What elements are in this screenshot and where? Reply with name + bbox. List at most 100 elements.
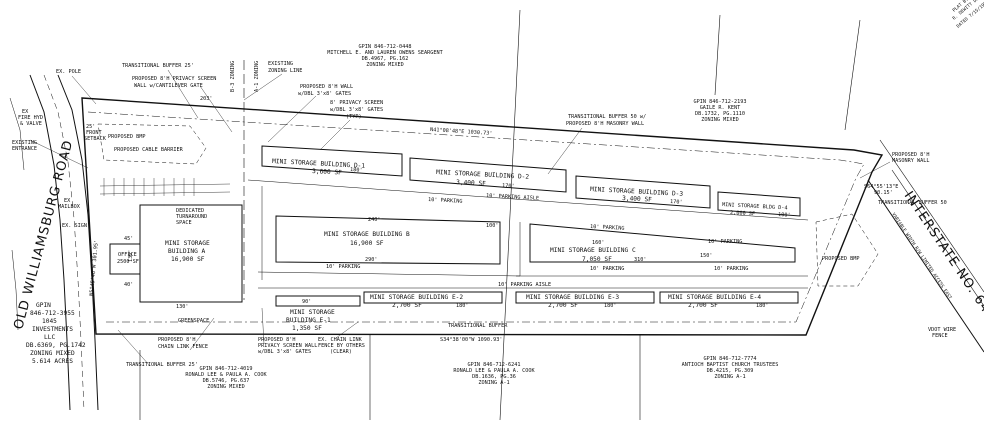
- existing-entrance-label2: ENTRANCE: [12, 146, 37, 152]
- transitional-buffer-label: TRANSITIONAL BUFFER: [448, 323, 508, 329]
- annotations: PROPOSED BMP PROPOSED BMP PROPOSED CABLE…: [12, 61, 956, 368]
- parcel-west-0: GPIN: [36, 302, 51, 309]
- office-area: 2500 SF: [117, 259, 139, 265]
- building-e3-dim: 180': [604, 303, 617, 309]
- bearing-south: S34°38'00"W 1090.93': [440, 337, 502, 343]
- chain-link-label: PROPOSED 8'H: [158, 337, 195, 343]
- building-e4-dim: 180': [756, 303, 769, 309]
- turnaround-label: DEDICATED: [176, 208, 204, 214]
- bearing-west: N5°45'46"W 301.95': [89, 240, 100, 297]
- parcel-s2-3: ZONING A-1: [478, 380, 509, 386]
- building-e1-name2: BUILDING E-1: [286, 317, 331, 324]
- parcel-north-1: MITCHELL E. AND LAUREN OWENS SEARGENT: [327, 50, 443, 56]
- building-c-area: 7,050 SF: [582, 256, 612, 263]
- ex-fire-label2: FIRE HYD: [18, 115, 43, 121]
- parcel-ne-2: DB.1732, PG.1110: [695, 111, 745, 117]
- bearings: N41°08'48"E 1030.73' S34°38'00"W 1090.93…: [89, 96, 898, 343]
- building-d4: [717, 191, 801, 217]
- parcel-north-3: ZONING MIXED: [366, 62, 403, 68]
- front-setback-label2: FRONT: [86, 130, 102, 136]
- parking-label-5: 10' PARKING: [590, 266, 624, 272]
- building-e2-area: 2,700 SF: [392, 302, 422, 309]
- buffer-25-label-north: TRANSITIONAL BUFFER 25': [122, 63, 194, 69]
- parcel-s3-0: GPIN 846-712-7774: [703, 356, 756, 362]
- building-d2-dim: 170': [502, 183, 515, 190]
- dim-130b: 130': [128, 250, 134, 263]
- buildings: [97, 123, 879, 307]
- ex-mailbox-label2: MAILBOX: [58, 204, 81, 210]
- buffer-50-wall-label2: PROPOSED 8'H MASONRY WALL: [566, 121, 644, 127]
- building-c-dim-top: 160': [592, 240, 605, 246]
- buffer-50-wall-label: TRANSITIONAL BUFFER 50 w/: [568, 114, 646, 120]
- parcel-ne-3: ZONING MIXED: [701, 117, 738, 123]
- ex-fire-label: EX: [22, 109, 29, 115]
- wall-8h-label: PROPOSED 8'H WALL: [300, 84, 353, 90]
- parking-label-4: 10' PARKING: [326, 264, 360, 270]
- parking-label-1: 10' PARKING: [428, 197, 463, 205]
- building-d1-dim: 180': [350, 167, 363, 174]
- parcel-s3-1: ANTIOCH BAPTIST CHURCH TRUSTEES: [682, 362, 779, 368]
- building-b-dim-bottom: 290': [365, 257, 378, 263]
- bearing-east: S64°55'13"E: [864, 184, 898, 190]
- a1-zoning-label: A-1 ZONING: [254, 61, 260, 92]
- ex-chain-label: EX. CHAIN LINK: [318, 337, 363, 343]
- privacy-wall-label: PROPOSED 8'H PRIVACY SCREEN: [132, 76, 216, 82]
- building-d1-name: MINI STORAGE BUILDING D-1: [272, 158, 366, 170]
- building-b-dim-top: 240': [368, 217, 381, 223]
- building-a-area: 16,900 SF: [171, 256, 205, 263]
- building-c-name: MINI STORAGE BUILDING C: [550, 247, 636, 254]
- parcel-north-0: GPIN 846-712-0448: [358, 44, 411, 50]
- building-e2-dim: 180': [456, 303, 469, 309]
- privacy-wall-label2: WALL w/CANTILEVER GATE: [134, 83, 203, 89]
- building-e1-area: 1,350 SF: [292, 325, 322, 332]
- chain-link-label2: CHAIN LINK FENCE: [158, 344, 208, 350]
- building-d4-name: MINI STORAGE BLDG D-4: [722, 202, 788, 211]
- cable-barrier-label: PROPOSED CABLE BARRIER: [114, 147, 184, 153]
- office-name: OFFICE: [118, 252, 137, 258]
- front-setback-label: 25': [86, 124, 95, 130]
- building-d3-dim: 170': [670, 199, 683, 206]
- parcel-s3-2: DB.4215, PG.309: [707, 368, 754, 374]
- building-e1: [275, 295, 361, 307]
- parcel-north-2: DB.4967, PG.162: [362, 56, 409, 62]
- parcel-s1-1: RONALD LEE & PAULA A. COOK: [185, 372, 267, 378]
- building-e3-area: 2,700 SF: [548, 302, 578, 309]
- parcel-s2-1: RONALD LEE & PAULA A. COOK: [453, 368, 535, 374]
- vdot-fence-label: VDOT WIRE: [928, 327, 956, 333]
- privacy-screen-label3: (TYP): [346, 114, 362, 120]
- building-d3: [575, 175, 711, 209]
- parcel-west-7: 5.614 ACRES: [32, 358, 73, 365]
- parcel-s1-0: GPIN 846-712-4019: [199, 366, 252, 372]
- building-c: [529, 223, 796, 263]
- ex-chain-label3: (CLEAR): [330, 349, 352, 355]
- masonry-wall-label2: MASONRY WALL: [892, 158, 929, 164]
- parcel-ne-0: GPIN 846-712-2193: [693, 99, 746, 105]
- bearing-north: N41°08'48"E 1030.73': [430, 127, 493, 137]
- building-d3-area: 3,400 SF: [622, 195, 652, 204]
- parking-label-6: 10' PARKING: [714, 266, 748, 272]
- building-e3-name: MINI STORAGE BUILDING E-3: [526, 294, 619, 301]
- building-e2-name: MINI STORAGE BUILDING E-2: [370, 294, 463, 301]
- ex-chain-label2: FENCE BY OTHERS: [318, 343, 365, 349]
- parcel-s1-2: DB.5746, PG.637: [203, 378, 250, 384]
- privacy-wall-e-label2: PRIVACY SCREEN WALL: [258, 343, 317, 349]
- parcel-west-3: INVESTMENTS: [32, 326, 73, 333]
- parking-label-3: 10' PARKING: [708, 239, 742, 245]
- turnaround-label3: SPACE: [176, 220, 192, 226]
- parcel-west-2: 1045: [42, 318, 57, 325]
- privacy-screen-label2: w/DBL 3'x8' GATES: [330, 107, 383, 113]
- building-b-area: 16,900 SF: [350, 240, 384, 247]
- greenspace-label: GREENSPACE: [178, 318, 209, 324]
- front-setback-label3: SETBACK: [84, 136, 107, 142]
- privacy-wall-e-label: PROPOSED 8'H: [258, 337, 295, 343]
- building-e1-dim: 90': [302, 299, 311, 305]
- wall-8h-label2: w/DBL 3'x8' GATES: [298, 91, 351, 97]
- building-d2-area: 3,400 SF: [456, 179, 486, 188]
- road-label-interstate: INTERSTATE NO. 64: [901, 189, 984, 316]
- ex-fire-label3: & VALVE: [20, 121, 42, 127]
- building-c-dim-bottom: 310': [634, 257, 647, 263]
- building-c-dim-mid: 150': [700, 253, 713, 259]
- zoning-line-label: EXISTING: [268, 61, 293, 67]
